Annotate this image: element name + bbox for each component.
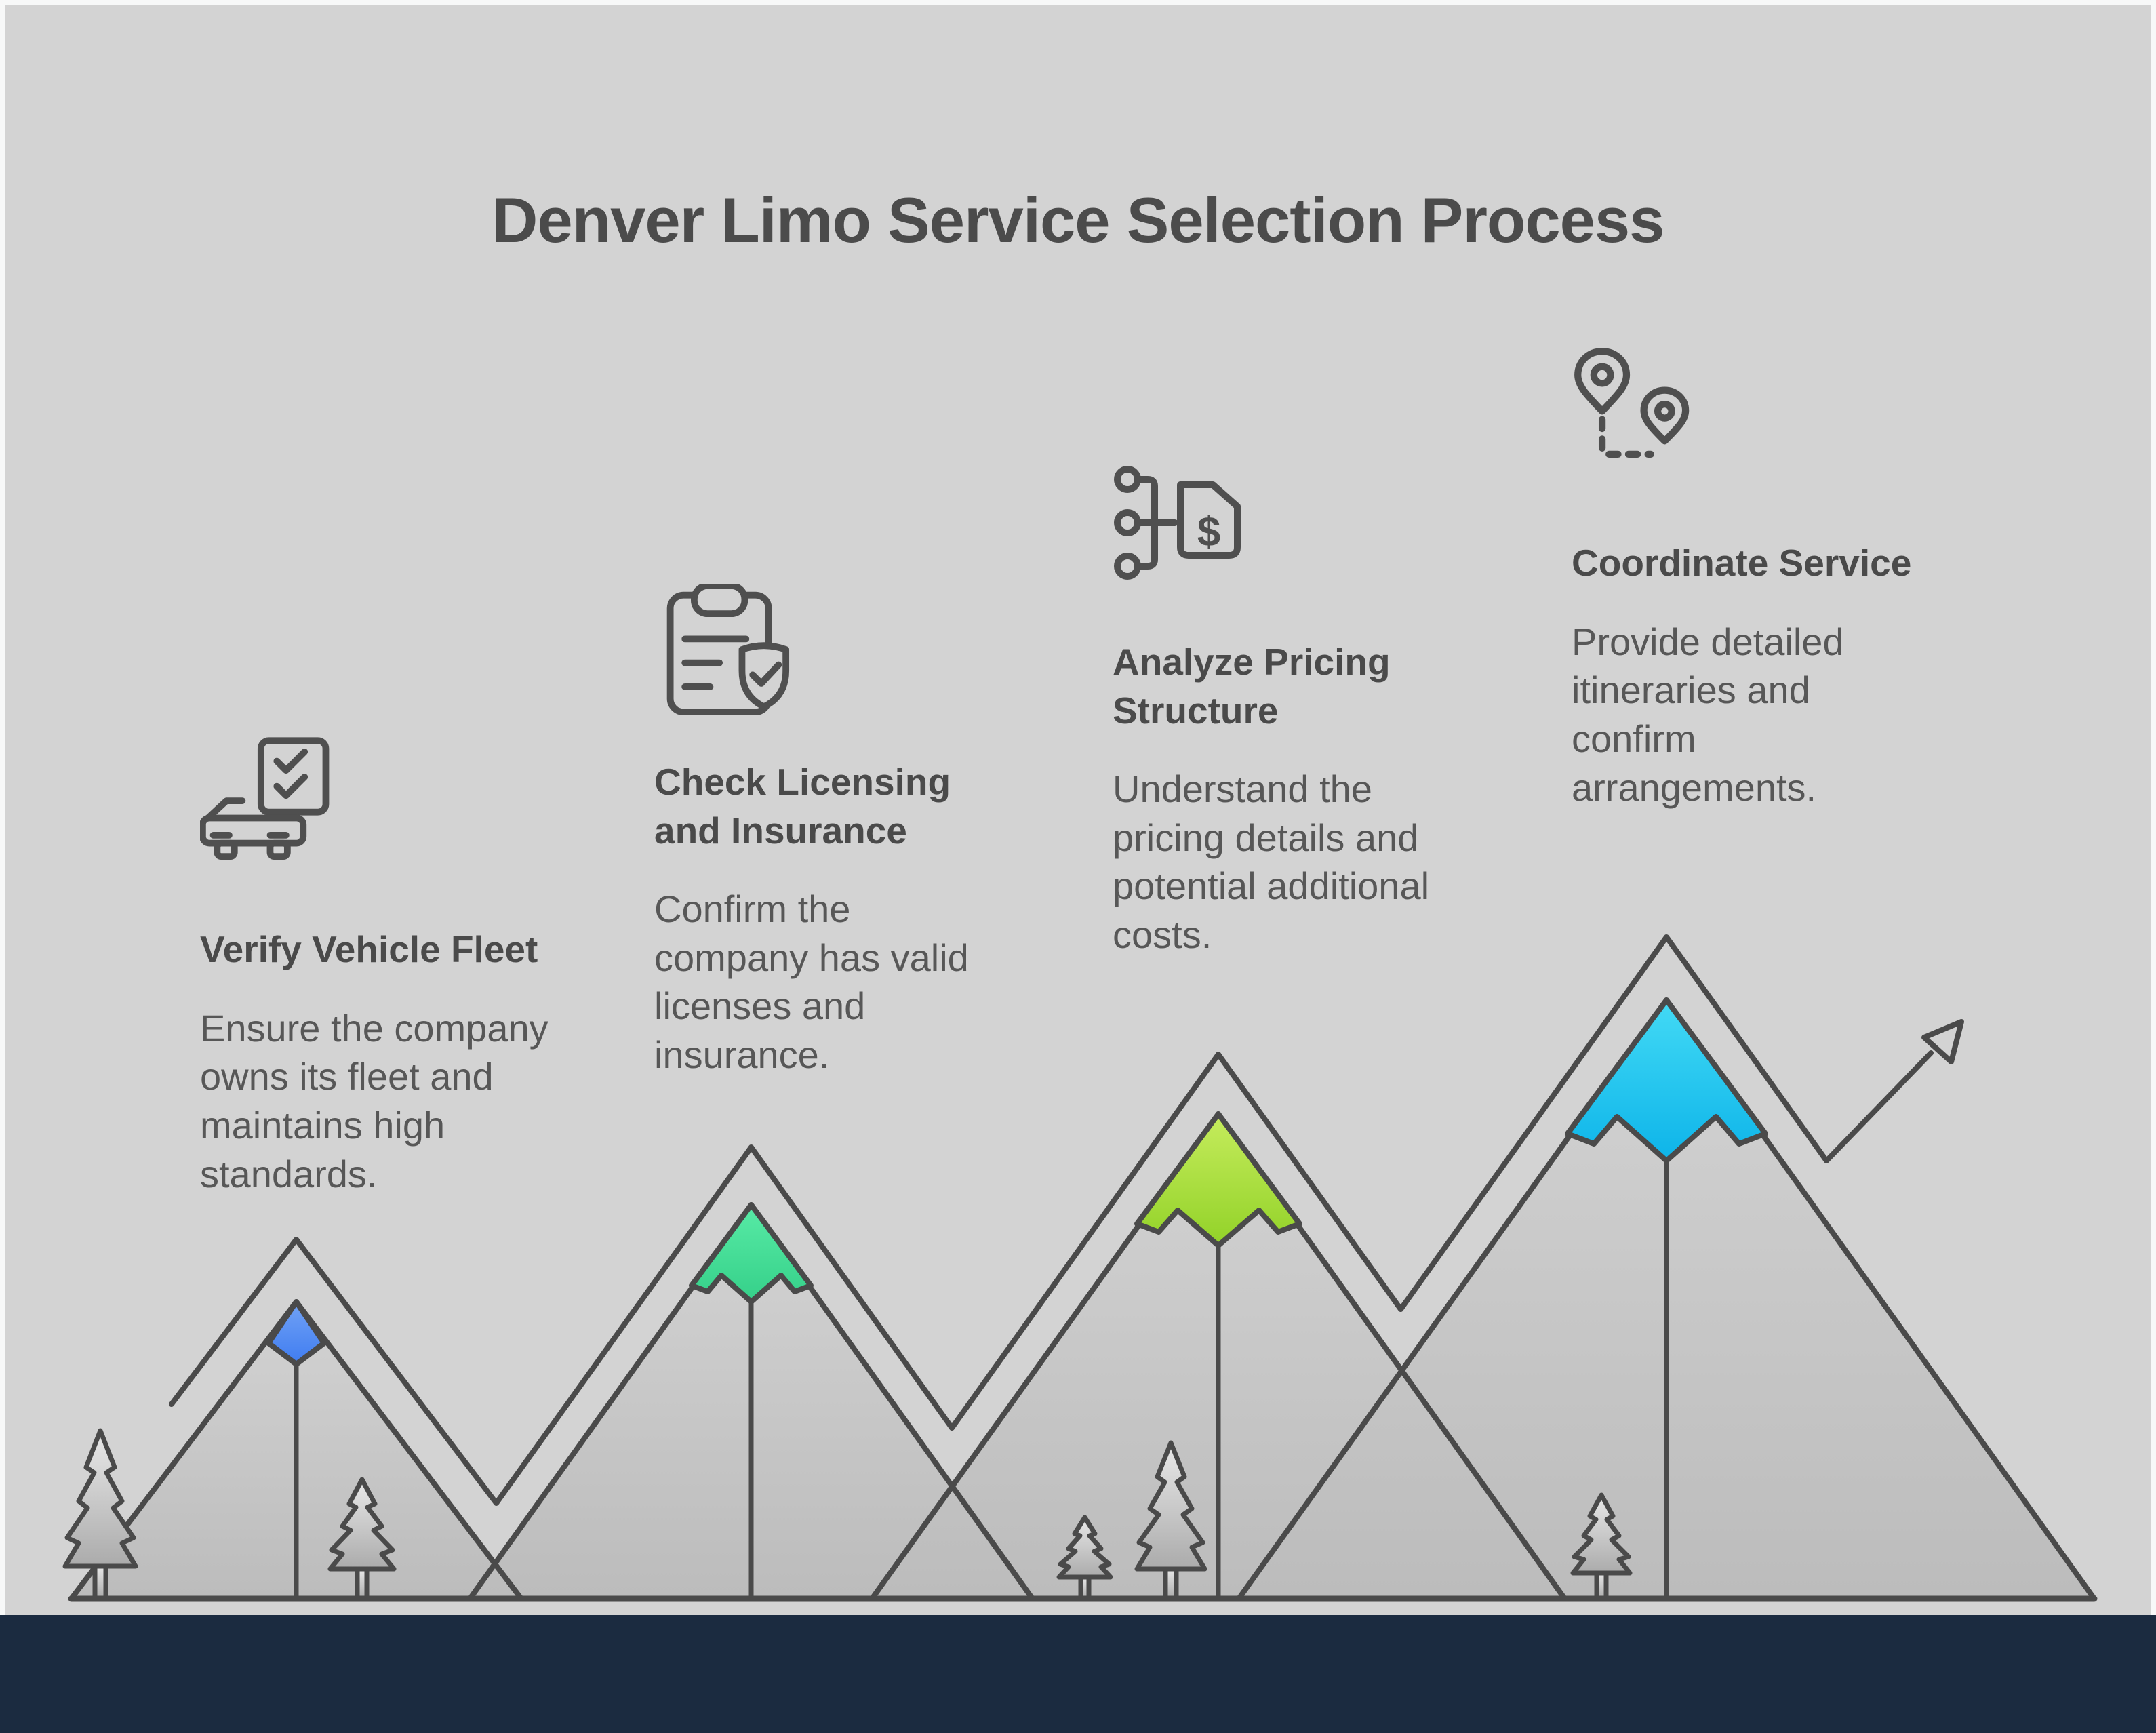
footer-bar	[0, 1615, 2156, 1733]
step-analyze-pricing-structure: $ Analyze Pricing Structure Understand t…	[1113, 463, 1533, 959]
tree-2	[327, 1477, 397, 1601]
car-checklist-icon	[200, 737, 330, 860]
step-description: Ensure the company owns its fleet and ma…	[200, 1006, 548, 1195]
tree-5	[1570, 1492, 1633, 1601]
mountain-1-cap	[266, 1299, 327, 1367]
step-title: Coordinate Service	[1572, 542, 1912, 584]
dollar-symbol: $	[1197, 509, 1220, 555]
step-title: Check Licensing and Insurance	[654, 761, 951, 852]
step-description: Understand the pricing details and poten…	[1113, 768, 1430, 957]
trend-arrow-icon	[1921, 1019, 1964, 1064]
step-description: Confirm the company has valid licenses a…	[654, 888, 969, 1077]
mountain-4-cap	[1565, 997, 1768, 1163]
trend-line	[169, 934, 1934, 1506]
pricing-structure-icon: $	[1114, 466, 1241, 580]
mountain-3-cap	[1134, 1111, 1302, 1248]
clipboard-shield-icon	[666, 584, 790, 716]
step-title: Analyze Pricing Structure	[1113, 641, 1391, 732]
step-check-licensing-insurance: Check Licensing and Insurance Confirm th…	[654, 584, 1075, 1079]
step-title: Verify Vehicle Fleet	[200, 928, 538, 970]
step-description: Provide detailed itineraries and confirm…	[1572, 620, 1844, 809]
route-pins-icon	[1574, 348, 1690, 458]
step-coordinate-service: Coordinate Service Provide detailed itin…	[1572, 346, 1992, 812]
tree-4	[1134, 1440, 1207, 1601]
step-verify-vehicle-fleet: Verify Vehicle Fleet Ensure the company …	[200, 736, 620, 1198]
summit-lines	[294, 1158, 1669, 1601]
page-title: Denver Limo Service Selection Process	[492, 184, 1665, 256]
mountain-2-cap	[689, 1202, 814, 1304]
tree-1	[62, 1428, 138, 1601]
